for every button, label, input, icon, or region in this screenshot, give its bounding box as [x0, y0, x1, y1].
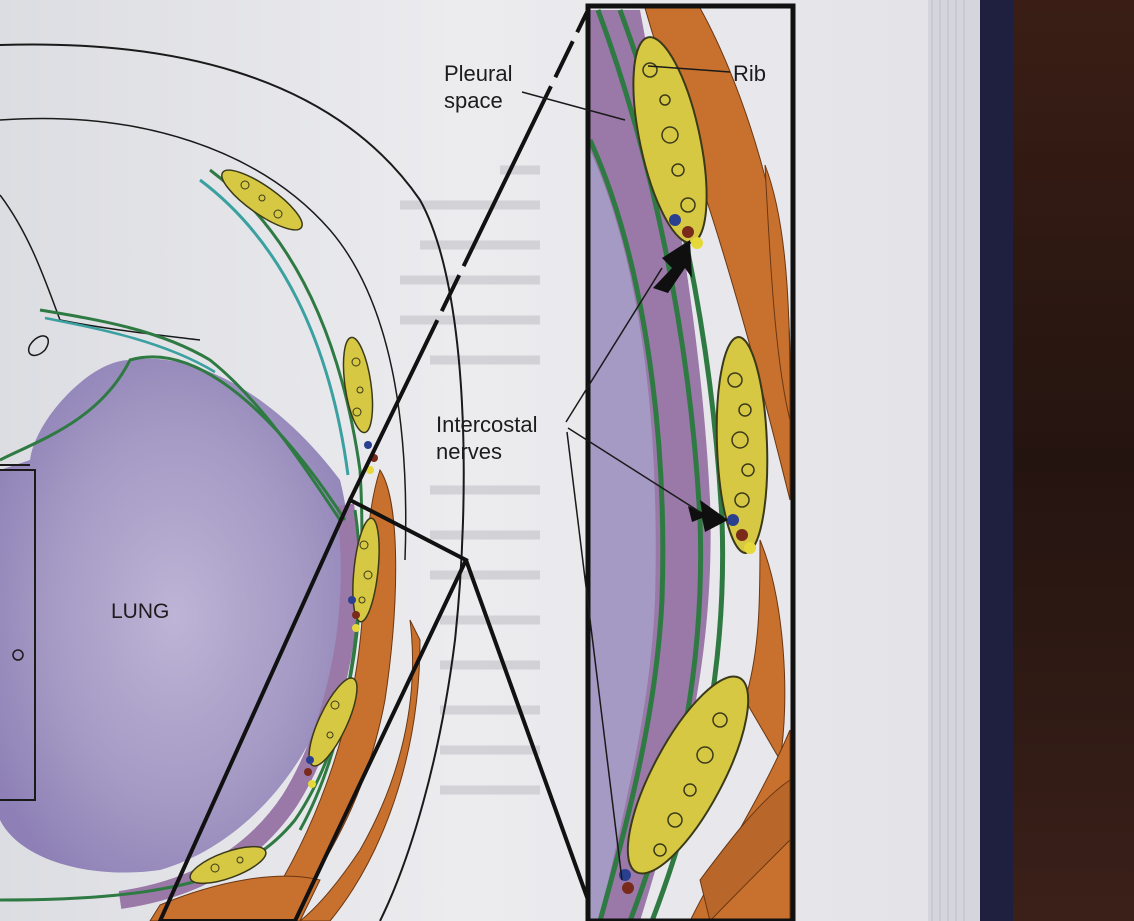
pleural-space-label-line2: space [444, 87, 512, 114]
intercostal-nerves-label: Intercostal nerves [436, 411, 538, 465]
intercostal-nerves-label-line1: Intercostal [436, 411, 538, 438]
rib-label: Rib [733, 60, 766, 87]
book-cover-edge [975, 0, 1013, 921]
lung-label: LUNG [111, 598, 169, 625]
page-stack-edge [925, 0, 980, 921]
pleural-space-label: Pleural space [444, 60, 512, 114]
magnified-inset [588, 6, 793, 921]
intercostal-nerves-label-line2: nerves [436, 438, 538, 465]
pleural-space-label-line1: Pleural [444, 60, 512, 87]
